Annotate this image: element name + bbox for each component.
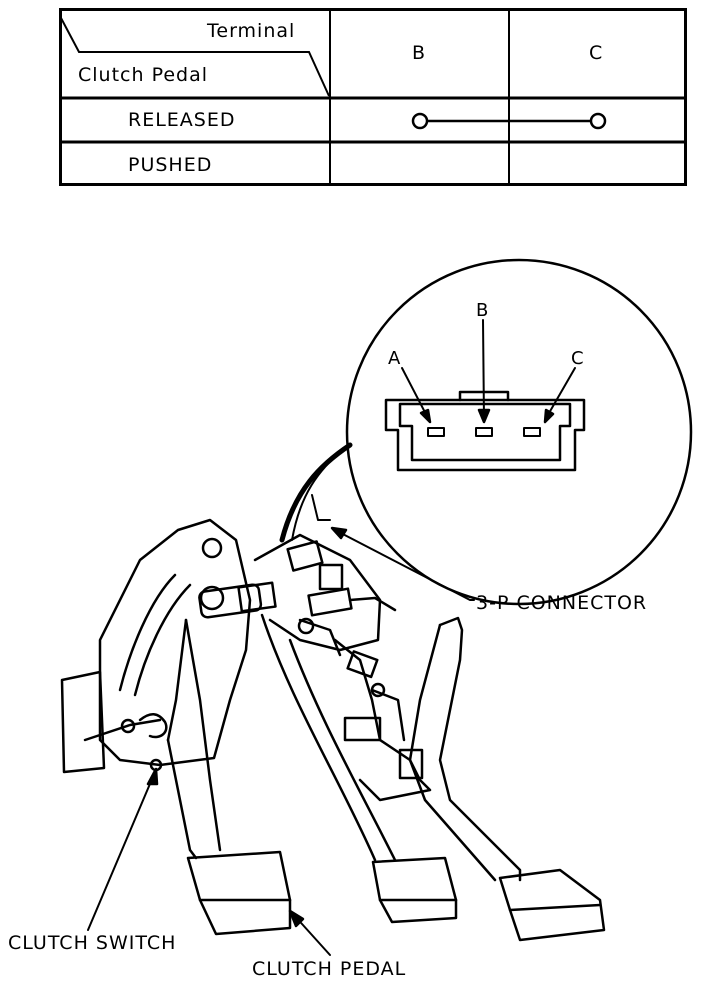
clutch-pedal-pad [186, 850, 292, 936]
connector-pin-b [475, 427, 493, 437]
pin-c-label: C [571, 348, 585, 369]
header-clutch-pedal: Clutch Pedal [78, 64, 209, 86]
pin-a-label: A [388, 348, 402, 369]
column-c-header: C [589, 42, 604, 64]
connector-label: 3-P CONNECTOR [476, 592, 648, 614]
connector-housing [384, 390, 586, 472]
pin-b-label: B [476, 300, 490, 321]
header-terminal: Terminal [207, 20, 296, 42]
continuity-table [59, 8, 687, 186]
clutch-pedal-label: CLUTCH PEDAL [252, 958, 407, 980]
row-pushed-label: PUSHED [128, 154, 213, 176]
connector-pin-a [427, 427, 445, 437]
continuity-line-released [411, 112, 607, 130]
connector-detail-circle [345, 258, 693, 606]
connector-pin-c [523, 427, 541, 437]
clutch-switch-label: CLUTCH SWITCH [8, 932, 177, 954]
row-released-label: RELEASED [128, 109, 236, 131]
column-b-header: B [412, 42, 427, 64]
